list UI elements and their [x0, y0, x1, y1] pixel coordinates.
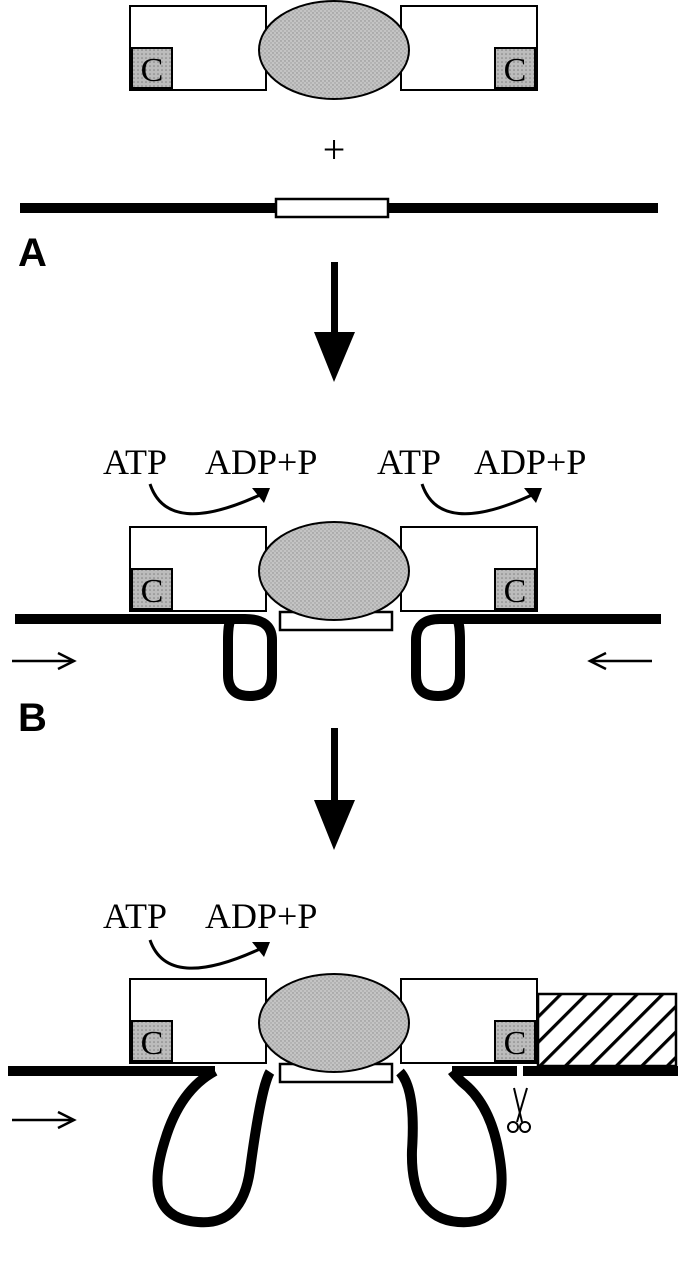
c-domain-label: C — [504, 573, 527, 610]
c-domain-right: C — [494, 47, 536, 89]
atp-label: ATP — [377, 442, 441, 482]
panel-b: ATP ADP+P ATP ADP+P — [12, 442, 661, 740]
c-domain-label: C — [141, 573, 164, 610]
core-domain — [258, 973, 410, 1073]
enzyme-complex-bound: C C — [129, 521, 538, 621]
reaction-left: ATP ADP+P — [103, 896, 317, 970]
arrow-left-icon — [587, 651, 652, 671]
dna-strand-looped-large — [8, 1062, 678, 1228]
arrow-right-icon — [12, 651, 77, 671]
recognition-site — [274, 197, 390, 219]
c-domain-right: C — [494, 568, 536, 610]
c-domain-left: C — [131, 568, 173, 610]
panel-label-a: A — [18, 231, 47, 275]
atp-label: ATP — [103, 896, 167, 936]
dna-strand-looped-small — [15, 610, 661, 702]
reaction-arrow-icon — [148, 483, 270, 516]
adp-p-label: ADP+P — [474, 442, 586, 482]
scissors-icon — [507, 1066, 531, 1133]
stalled-blocking-protein — [536, 992, 678, 1068]
panel-label-b: B — [18, 696, 47, 740]
c-domain-left: C — [131, 47, 173, 89]
arrow-right-icon — [12, 1110, 77, 1130]
enzyme-complex-bound: C C — [129, 973, 538, 1073]
panel-a: C C + A — [18, 0, 658, 275]
c-domain-label: C — [504, 52, 527, 89]
plus-sign: + — [323, 127, 346, 172]
atp-label: ATP — [103, 442, 167, 482]
panel-c: ATP ADP+P C C — [8, 896, 678, 1228]
core-domain — [258, 0, 410, 100]
arrow-down-icon — [314, 262, 355, 382]
adp-p-label: ADP+P — [205, 442, 317, 482]
core-domain — [258, 521, 410, 621]
c-domain-left: C — [131, 1020, 173, 1062]
c-domain-label: C — [141, 1025, 164, 1062]
c-domain-label: C — [141, 52, 164, 89]
reaction-right: ATP ADP+P — [377, 442, 586, 516]
reaction-arrow-icon — [148, 939, 270, 970]
arrow-down-icon — [314, 728, 355, 850]
c-domain-right: C — [494, 1020, 536, 1062]
dna-strand-unbound — [20, 197, 658, 219]
c-domain-label: C — [504, 1025, 527, 1062]
enzyme-complex-free: C C — [129, 0, 538, 100]
reaction-arrow-icon — [420, 483, 542, 516]
reaction-left: ATP ADP+P — [103, 442, 317, 516]
adp-p-label: ADP+P — [205, 896, 317, 936]
